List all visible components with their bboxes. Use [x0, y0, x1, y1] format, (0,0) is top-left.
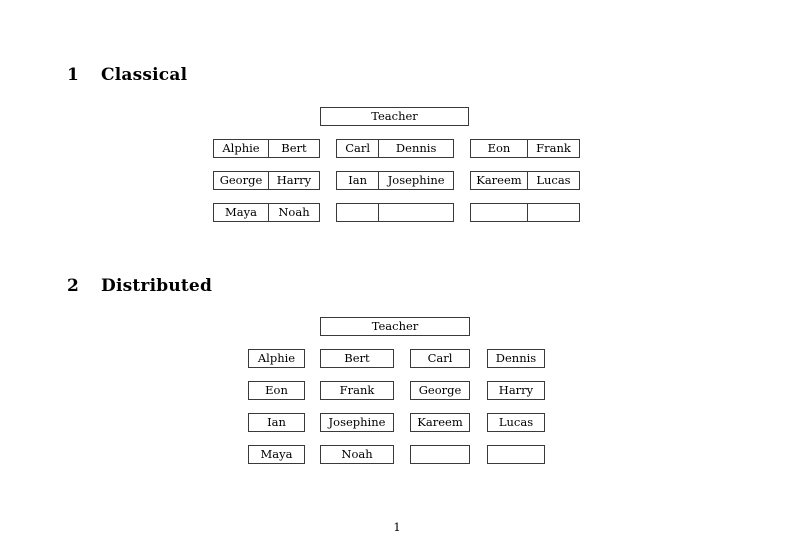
distributed-cell: Maya — [248, 445, 305, 464]
classical-group-2-row-2: Ian Josephine — [336, 171, 454, 190]
distributed-cell: Eon — [248, 381, 305, 400]
classical-cell: Eon — [487, 141, 511, 155]
classical-cell: Josephine — [378, 172, 453, 189]
distributed-cell: Lucas — [487, 413, 545, 432]
distributed-cell: George — [410, 381, 470, 400]
page-number: 1 — [393, 520, 401, 534]
classical-group-1-row-1: Alphie Bert — [213, 139, 320, 158]
distributed-teacher-box: Teacher — [320, 317, 470, 336]
section-2-number: 2 — [67, 276, 79, 296]
classical-group-2-row-3 — [336, 203, 454, 222]
classical-cell: Alphie — [222, 141, 260, 155]
distributed-cell: Kareem — [410, 413, 470, 432]
classical-cell: Noah — [267, 204, 319, 221]
classical-cell — [378, 204, 453, 221]
classical-teacher-box: Teacher — [320, 107, 469, 126]
section-1-number: 1 — [67, 65, 79, 85]
distributed-cell: Carl — [410, 349, 470, 368]
classical-group-1-row-2: George Harry — [213, 171, 320, 190]
distributed-cell: Noah — [320, 445, 394, 464]
distributed-cell — [410, 445, 470, 464]
classical-cell: Maya — [224, 205, 257, 219]
classical-cell: Kareem — [476, 173, 522, 187]
section-2-title: Distributed — [101, 276, 213, 296]
distributed-cell: Dennis — [487, 349, 545, 368]
classical-cell: Dennis — [378, 140, 453, 157]
distributed-cell: Josephine — [320, 413, 394, 432]
distributed-cell: Frank — [320, 381, 394, 400]
classical-cell: Carl — [345, 141, 371, 155]
classical-cell — [526, 204, 579, 221]
classical-cell: Bert — [267, 140, 319, 157]
classical-cell — [337, 204, 378, 221]
classical-group-1-row-3: Maya Noah — [213, 203, 320, 222]
classical-cell: Lucas — [526, 172, 579, 189]
distributed-cell — [487, 445, 545, 464]
classical-cell: Harry — [267, 172, 319, 189]
distributed-cell: Alphie — [248, 349, 305, 368]
distributed-cell: Bert — [320, 349, 394, 368]
classical-cell — [471, 204, 527, 221]
distributed-cell: Ian — [248, 413, 305, 432]
classical-cell: Ian — [348, 173, 368, 187]
distributed-cell: Harry — [487, 381, 545, 400]
section-1-title: Classical — [101, 65, 188, 85]
classical-group-2-row-1: Carl Dennis — [336, 139, 454, 158]
classical-group-3-row-3 — [470, 203, 580, 222]
classical-group-3-row-1: Eon Frank — [470, 139, 580, 158]
classical-cell: George — [219, 173, 263, 187]
classical-group-3-row-2: Kareem Lucas — [470, 171, 580, 190]
classical-cell: Frank — [526, 140, 579, 157]
